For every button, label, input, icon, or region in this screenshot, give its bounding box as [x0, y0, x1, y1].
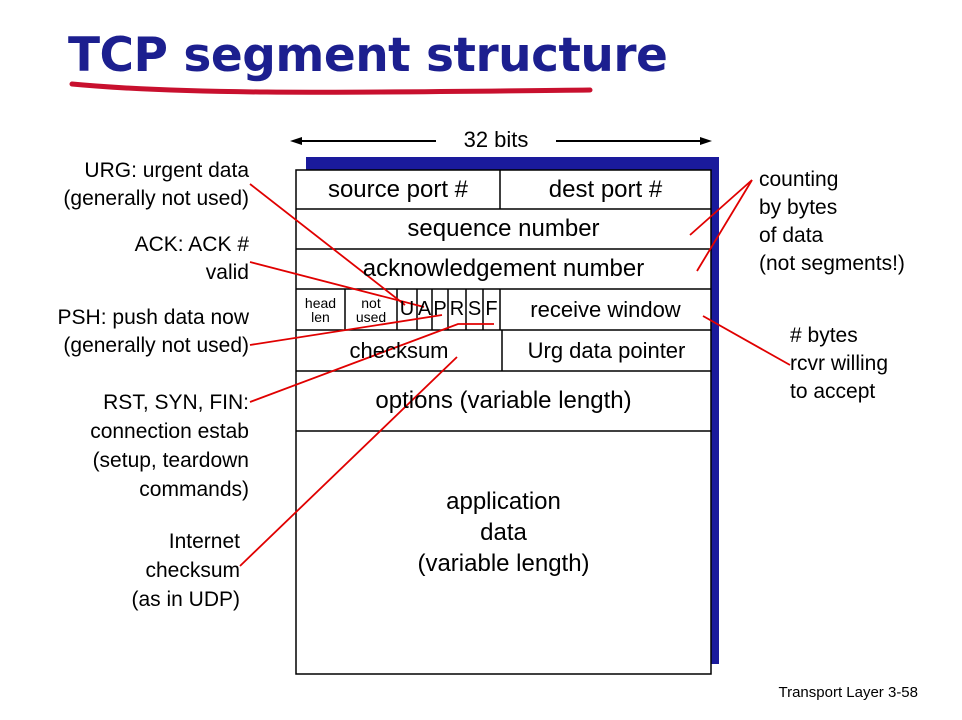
- source-port-field: source port #: [327, 175, 469, 203]
- pointer-lines: [239, 179, 791, 567]
- rst-annotation-line-1: RST, SYN, FIN:: [103, 391, 249, 414]
- ack-pointer-line: [249, 261, 425, 308]
- psh-annotation-line-1: PSH: push data now: [57, 306, 249, 329]
- bytes-pointer-line: [702, 315, 791, 366]
- segment-box: [295, 169, 712, 675]
- checksum-field: checksum: [349, 337, 449, 363]
- ack-annotation: ACK: ACK # valid: [135, 231, 249, 287]
- width-label: 32 bits: [463, 127, 529, 152]
- checksum-pointer-line: [239, 356, 458, 567]
- receive-window-field: receive window: [530, 296, 681, 322]
- ack-annotation-line-2: valid: [205, 261, 249, 284]
- checksum-annotation-line-2: checksum: [145, 559, 240, 582]
- bytes-annotation-line-2: rcvr willing: [790, 352, 889, 375]
- app-data-line-1: application: [446, 488, 561, 515]
- counting-annotation-line-2: by bytes: [759, 196, 838, 219]
- counting-annotation-line-3: of data: [759, 224, 824, 247]
- head-len-field: head len: [296, 289, 345, 330]
- urg-annotation: URG: urgent data (generally not used): [63, 157, 249, 213]
- dest-port-field: dest port #: [548, 175, 663, 203]
- flag-fin: F: [485, 298, 498, 320]
- app-data-line-2: data: [480, 519, 527, 546]
- app-data-line-3: (variable length): [417, 550, 590, 577]
- flag-psh: P: [433, 298, 447, 320]
- flag-rst: R: [449, 298, 465, 320]
- options-field: options (variable length): [375, 387, 632, 414]
- counting-pointer-ack: [696, 179, 753, 272]
- slide-footer: Transport Layer 3-58: [778, 684, 918, 701]
- urg-annotation-line-1: URG: urgent data: [84, 159, 249, 182]
- flag-syn: S: [467, 298, 482, 320]
- row-separators: [296, 208, 711, 432]
- application-data-field: application data (variable length): [296, 431, 711, 674]
- counting-annotation: counting by bytes of data (not segments!…: [759, 166, 905, 278]
- urg-annotation-line-2: (generally not used): [63, 187, 249, 210]
- checksum-annotation: Internet checksum (as in UDP): [131, 527, 240, 614]
- head-len-line-2: len: [311, 308, 330, 325]
- checksum-annotation-line-3: (as in UDP): [131, 588, 240, 611]
- rsf-pointer-line: [249, 323, 494, 403]
- rst-annotation-line-2: connection estab: [90, 420, 249, 443]
- psh-annotation-line-2: (generally not used): [63, 334, 249, 357]
- title-underline: [69, 81, 593, 95]
- psh-annotation: PSH: push data now (generally not used): [58, 304, 249, 360]
- counting-annotation-line-1: counting: [759, 168, 839, 191]
- bytes-annotation: # bytes rcvr willing to accept: [790, 322, 888, 406]
- counting-pointer-seq: [689, 179, 753, 236]
- width-arrow: [290, 137, 712, 145]
- not-used-line-1: not: [361, 294, 381, 311]
- ack-annotation-line-1: ACK: ACK #: [134, 233, 249, 256]
- column-separators: [344, 170, 503, 371]
- rst-annotation-line-3: (setup, teardown: [92, 449, 249, 472]
- bytes-annotation-line-1: # bytes: [790, 324, 858, 347]
- flag-urg: U: [399, 298, 415, 320]
- head-len-line-1: head: [304, 294, 337, 311]
- rst-syn-fin-annotation: RST, SYN, FIN: connection estab (setup, …: [90, 388, 249, 504]
- bytes-annotation-line-3: to accept: [790, 380, 876, 403]
- ack-number-field: acknowledgement number: [362, 255, 645, 282]
- sequence-number-field: sequence number: [407, 215, 600, 242]
- slide-title: TCP segment structure: [68, 28, 668, 83]
- checksum-annotation-line-1: Internet: [168, 530, 240, 553]
- urg-pointer-line: [249, 183, 406, 306]
- flag-ack: A: [417, 298, 432, 320]
- urg-pointer-field: Urg data pointer: [527, 337, 686, 363]
- counting-annotation-line-4: (not segments!): [759, 252, 905, 275]
- not-used-line-2: used: [355, 308, 387, 325]
- psh-pointer-line: [249, 314, 443, 346]
- rst-annotation-line-4: commands): [139, 478, 249, 501]
- not-used-field: not used: [345, 289, 397, 330]
